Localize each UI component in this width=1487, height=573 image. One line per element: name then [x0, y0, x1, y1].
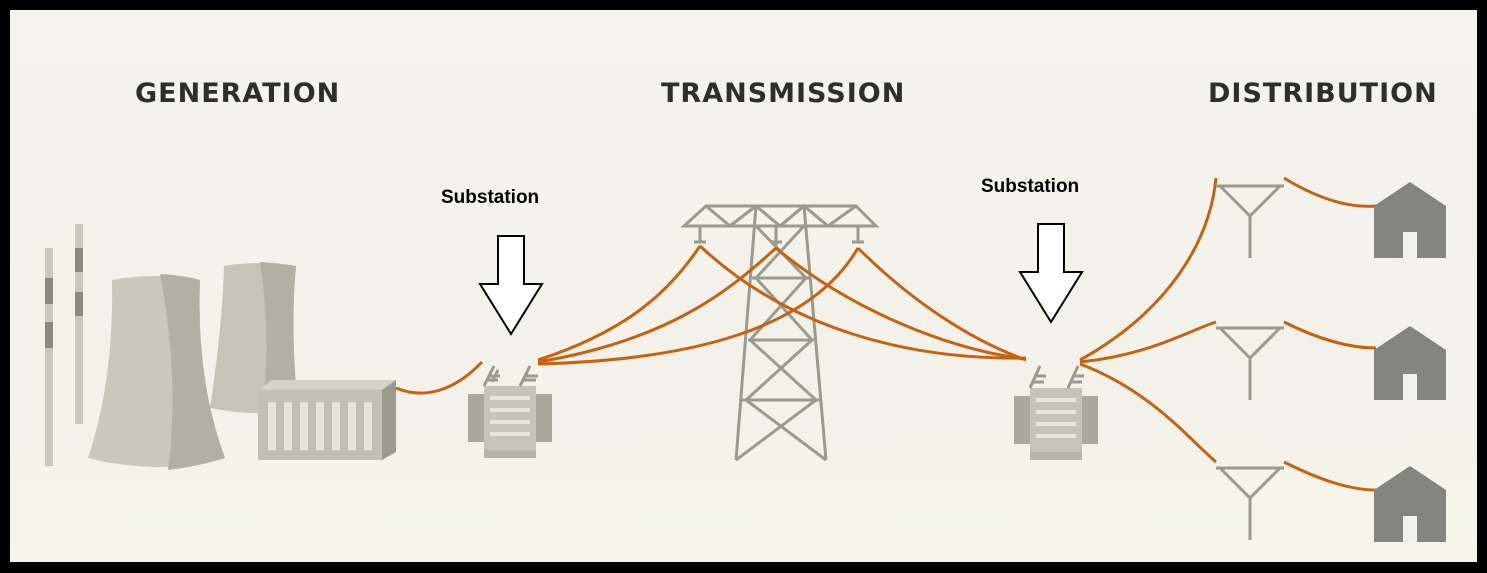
distribution-lines: [1079, 176, 1377, 492]
smoke-stacks: [45, 224, 83, 466]
grid-illustration: [45, 176, 1446, 542]
distribution-poles: [1216, 184, 1284, 540]
substation-label-right: Substation: [981, 176, 1080, 197]
substation-label-left: Substation: [441, 187, 540, 208]
transmission-tower: [680, 204, 880, 462]
generation-line: [395, 360, 484, 395]
generator-building: [258, 380, 396, 460]
distribution-title: DISTRIBUTION: [1208, 78, 1438, 109]
diagram-canvas: GENERATION TRANSMISSION DISTRIBUTION Sub…: [10, 10, 1477, 562]
arrow-down-icon: [478, 235, 544, 336]
house-icon: [1374, 182, 1446, 258]
transformer-right: [1014, 365, 1098, 460]
house-icon: [1374, 466, 1446, 542]
cooling-towers: [88, 262, 298, 470]
transformer-left: [468, 365, 552, 458]
house-icon: [1374, 326, 1446, 400]
transmission-lines: [537, 244, 1027, 366]
transmission-title: TRANSMISSION: [661, 78, 906, 109]
arrow-down-icon: [1018, 223, 1084, 324]
generation-title: GENERATION: [135, 78, 341, 109]
